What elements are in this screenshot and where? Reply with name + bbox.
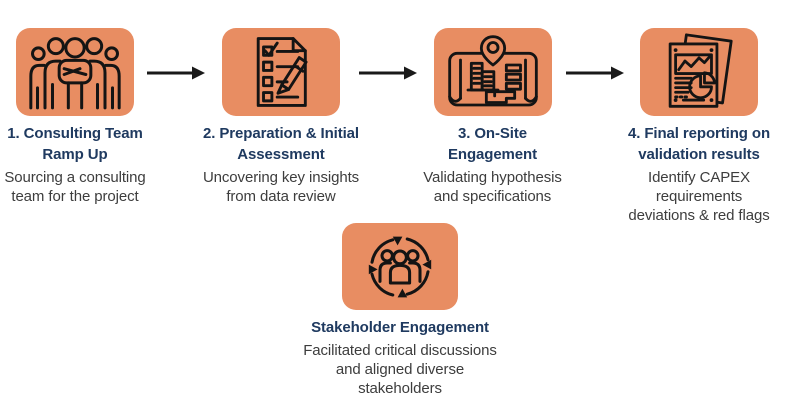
consulting-team-icon — [29, 37, 121, 110]
step-4-title: 4. Final reporting on validation results — [627, 125, 771, 163]
step-3-tile — [433, 28, 552, 116]
step-4-description: Identify CAPEX requirements deviations &… — [628, 169, 770, 224]
step-1-tile — [16, 28, 134, 116]
step-1-consulting-team: 1. Consulting Team Ramp Up Sourcing a co… — [0, 28, 150, 206]
stakeholder-description: Facilitated critical discussions and ali… — [303, 342, 497, 397]
arrow-right-icon-1 — [147, 66, 205, 80]
step-2-description: Uncovering key insights from data review — [202, 169, 360, 205]
stakeholder-title: Stakeholder Engagement — [311, 319, 489, 336]
step-3-title: 3. On-Site Engagement — [447, 125, 537, 163]
step-4-final-reporting: 4. Final reporting on validation results… — [604, 28, 794, 225]
checklist-pen-icon — [256, 37, 308, 107]
arrow-right-icon-3 — [566, 66, 624, 80]
step-3-on-site: 3. On-Site Engagement Validating hypothe… — [414, 28, 571, 206]
stakeholder-cycle-icon — [368, 236, 432, 297]
stakeholder-tile — [342, 223, 458, 310]
step-2-preparation: 2. Preparation & Initial Assessment Unco… — [199, 28, 363, 206]
step-1-description: Sourcing a consulting team for the proje… — [4, 169, 146, 205]
step-2-tile — [222, 28, 340, 116]
report-charts-icon — [668, 33, 733, 108]
step-3-description: Validating hypothesis and specifications — [423, 169, 562, 205]
step-4-tile — [640, 28, 758, 116]
step-1-title: 1. Consulting Team Ramp Up — [7, 125, 143, 163]
stakeholder-engagement: Stakeholder Engagement Facilitated criti… — [298, 223, 502, 398]
arrow-right-icon-2 — [359, 66, 417, 80]
step-2-title: 2. Preparation & Initial Assessment — [203, 125, 359, 163]
site-map-pin-icon — [447, 34, 538, 106]
